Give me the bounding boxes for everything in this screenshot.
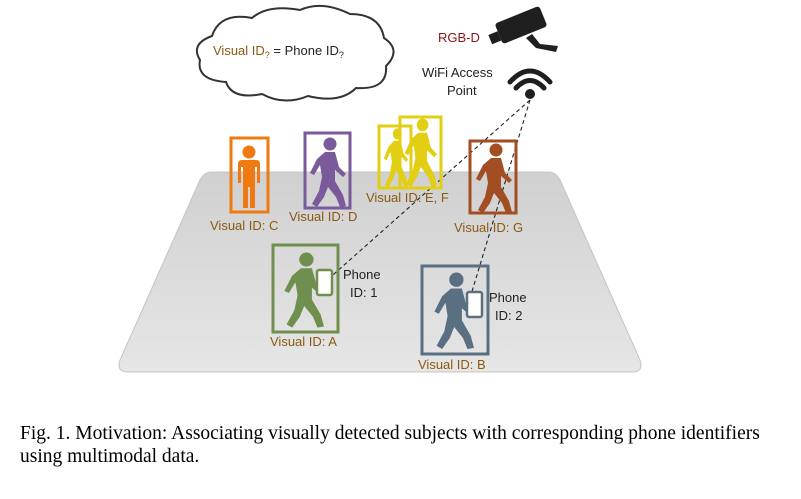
phone-1-label-line2: ID: 1 <box>350 285 377 300</box>
camera-label: RGB-D <box>438 30 480 45</box>
subject-g <box>468 139 518 215</box>
access-point-label-line1: WiFi Access <box>422 65 493 80</box>
access-point-label-line2: Point <box>447 83 477 98</box>
subject-b-label: Visual ID: B <box>418 357 486 372</box>
cloud-equation: Visual ID? = Phone ID? <box>213 43 344 60</box>
subject-d-label: Visual ID: D <box>289 209 357 224</box>
phone-1-icon <box>315 268 334 297</box>
wifi-connections <box>324 99 531 299</box>
floor-plane <box>118 171 642 373</box>
connection-to-phone-1 <box>324 99 531 283</box>
subject-a-label: Visual ID: A <box>270 334 337 349</box>
phone-2-label-line1: Phone <box>489 290 527 305</box>
camera-icon <box>488 6 558 52</box>
subject-d <box>303 131 352 210</box>
subject-c <box>229 136 270 214</box>
phone-2-icon <box>465 290 484 319</box>
subject-g-label: Visual ID: G <box>454 220 523 235</box>
subject-c-label: Visual ID: C <box>210 218 278 233</box>
phone-2-label-line2: ID: 2 <box>495 308 522 323</box>
subjects-e-f <box>377 115 443 190</box>
thought-cloud: Visual ID? = Phone ID? <box>196 4 395 102</box>
figure-caption: Fig. 1. Motivation: Associating visually… <box>20 423 760 467</box>
subject-e-f-label: Visual ID: E, F <box>366 190 449 205</box>
motivation-diagram: Visual ID? = Phone ID? RGB-D WiFi Access… <box>118 4 642 373</box>
phone-1-label-line1: Phone <box>343 267 381 282</box>
subject-a <box>271 243 340 334</box>
wifi-access-point-icon <box>507 68 553 99</box>
subject-b <box>420 264 490 356</box>
